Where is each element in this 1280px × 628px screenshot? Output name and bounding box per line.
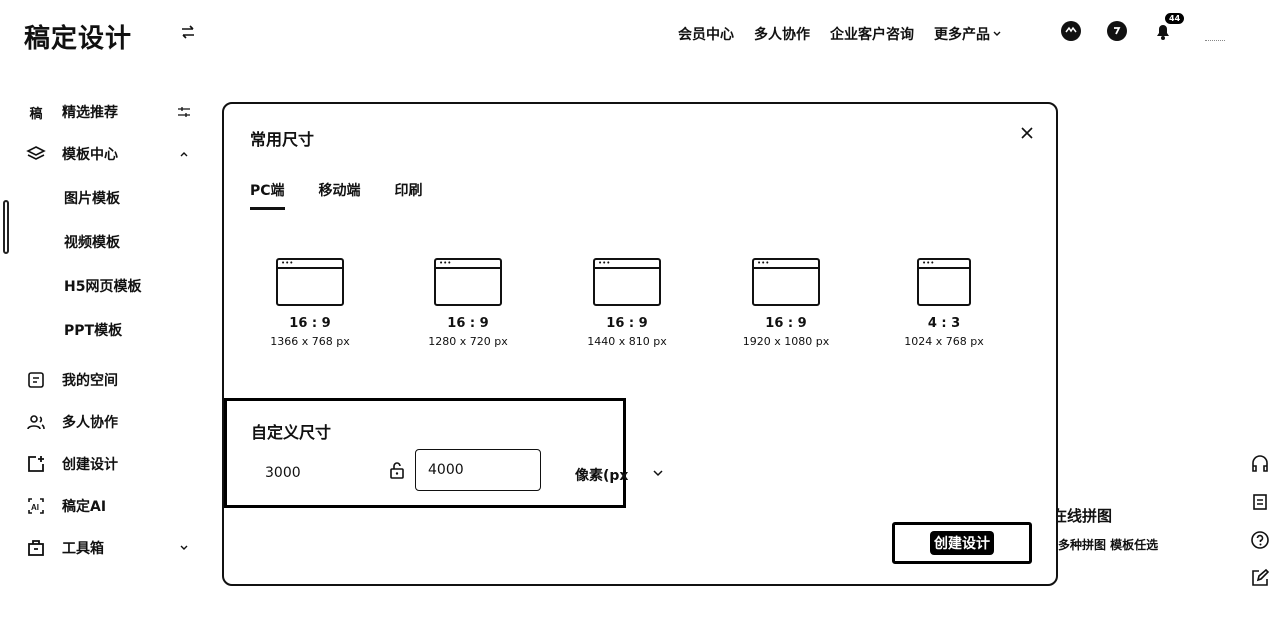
size-ratio: 4 : 3 — [927, 316, 961, 331]
sidebar-item-label: 创建设计 — [62, 457, 118, 473]
folder-icon — [28, 372, 44, 388]
size-preset-card[interactable]: ••• 16 : 9 1440 x 810 px — [567, 258, 687, 348]
size-preset-card[interactable]: ••• 16 : 9 1920 x 1080 px — [726, 258, 846, 348]
chevron-down-icon[interactable] — [652, 467, 664, 479]
size-ratio: 16 : 9 — [289, 316, 331, 331]
svg-text:AI: AI — [31, 503, 39, 512]
size-ratio: 16 : 9 — [606, 316, 648, 331]
common-sizes-dialog: 常用尺寸 PC端 移动端 印刷 ••• 16 : 9 1366 x 768 px… — [222, 102, 1058, 586]
header-icons: 44 — [1060, 12, 1186, 42]
custom-size-title: 自定义尺寸 — [251, 423, 332, 442]
window-icon: ••• — [593, 258, 661, 306]
sidebar-item-create-design[interactable]: 创建设计 — [26, 454, 118, 474]
online-collage-subtitle: 多种拼图 模板任选 — [1058, 538, 1159, 552]
sidebar-item-featured[interactable]: 稿 精选推荐 — [26, 102, 118, 122]
size-preset-card[interactable]: ••• 16 : 9 1280 x 720 px — [408, 258, 528, 348]
help-circle-icon[interactable] — [1106, 20, 1128, 42]
sidebar-subitem-image-templates[interactable]: 图片模板 — [64, 191, 120, 207]
sidebar-item-label: 多人协作 — [62, 415, 118, 431]
nav-vip-center[interactable]: 会员中心 — [678, 27, 734, 43]
window-icon: ••• — [434, 258, 502, 306]
size-ratio: 16 : 9 — [765, 316, 807, 331]
nav-enterprise-consult[interactable]: 企业客户咨询 — [830, 27, 914, 43]
create-design-button[interactable]: 创建设计 — [892, 522, 1032, 564]
custom-size-panel: 自定义尺寸 3000 4000 像素(px — [224, 398, 629, 508]
sidebar-item-my-space[interactable]: 我的空间 — [26, 370, 118, 390]
sidebar-item-template-center[interactable]: 模板中心 — [26, 144, 118, 164]
sidebar-subitem-video-templates[interactable]: 视频模板 — [64, 235, 120, 251]
app-icon[interactable] — [1060, 20, 1082, 42]
size-dimensions: 1024 x 768 px — [904, 335, 984, 348]
close-icon[interactable] — [1020, 126, 1034, 140]
create-design-label: 创建设计 — [930, 531, 994, 555]
users-icon — [27, 415, 45, 430]
size-category-tabs: PC端 移动端 印刷 — [250, 180, 423, 210]
edit-icon[interactable] — [1250, 568, 1270, 588]
add-square-icon — [28, 456, 44, 472]
question-icon[interactable] — [1250, 530, 1270, 550]
layers-icon — [26, 146, 46, 160]
size-preset-card[interactable]: ••• 4 : 3 1024 x 768 px — [884, 258, 1004, 348]
nav-collaboration[interactable]: 多人协作 — [754, 27, 810, 43]
ai-icon: AI — [28, 498, 44, 514]
filter-toggle-icon[interactable] — [178, 106, 190, 118]
featured-icon: 稿 — [29, 106, 43, 122]
sidebar-item-collaboration[interactable]: 多人协作 — [26, 412, 118, 432]
sidebar-item-label: 稿定AI — [62, 499, 107, 515]
dialog-title: 常用尺寸 — [250, 130, 315, 149]
chevron-up-icon[interactable] — [178, 148, 190, 160]
window-icon: ••• — [917, 258, 971, 306]
avatar[interactable] — [1205, 40, 1225, 42]
headset-icon[interactable] — [1250, 454, 1270, 474]
brand-logo[interactable]: 稿定设计 — [24, 24, 133, 54]
sidebar-item-ai[interactable]: AI 稿定AI — [26, 496, 106, 516]
size-preset-card[interactable]: ••• 16 : 9 1366 x 768 px — [250, 258, 370, 348]
sidebar-item-toolbox[interactable]: 工具箱 — [26, 538, 104, 558]
size-dimensions: 1920 x 1080 px — [742, 335, 830, 348]
unit-select[interactable]: 像素(px — [575, 468, 629, 484]
tab-print[interactable]: 印刷 — [394, 183, 423, 199]
top-nav: 会员中心 多人协作 企业客户咨询 更多产品 — [678, 24, 1002, 44]
sidebar-subitem-ppt-templates[interactable]: PPT模板 — [64, 323, 123, 339]
sidebar-item-label: 工具箱 — [62, 541, 104, 557]
right-float-toolbar — [1250, 454, 1270, 588]
nav-more-products[interactable]: 更多产品 — [934, 24, 1002, 44]
online-collage-title[interactable]: 在线拼图 — [1052, 507, 1113, 525]
chevron-down-icon[interactable] — [178, 542, 190, 554]
tab-mobile[interactable]: 移动端 — [318, 183, 361, 199]
lock-icon[interactable] — [389, 461, 405, 479]
window-icon: ••• — [752, 258, 820, 306]
notification-badge: 44 — [1164, 12, 1186, 25]
bell-icon[interactable]: 44 — [1152, 12, 1186, 42]
tab-pc[interactable]: PC端 — [250, 180, 285, 210]
sidebar-scrollbar[interactable] — [3, 200, 9, 254]
sidebar-item-label: 我的空间 — [62, 373, 118, 389]
size-dimensions: 1280 x 720 px — [428, 335, 508, 348]
height-input[interactable]: 4000 — [415, 449, 541, 491]
size-ratio: 16 : 9 — [447, 316, 489, 331]
size-dimensions: 1440 x 810 px — [587, 335, 667, 348]
swap-icon[interactable] — [180, 24, 196, 40]
sidebar-subitem-h5-templates[interactable]: H5网页模板 — [64, 279, 142, 295]
nav-more-label: 更多产品 — [934, 27, 990, 43]
window-icon: ••• — [276, 258, 344, 306]
document-icon[interactable] — [1250, 492, 1270, 512]
toolbox-icon — [28, 540, 44, 556]
chevron-down-icon — [993, 31, 1001, 36]
width-input[interactable]: 3000 — [265, 465, 301, 481]
sidebar-item-label: 模板中心 — [62, 147, 118, 163]
sidebar-item-label: 精选推荐 — [62, 105, 118, 121]
size-dimensions: 1366 x 768 px — [270, 335, 350, 348]
